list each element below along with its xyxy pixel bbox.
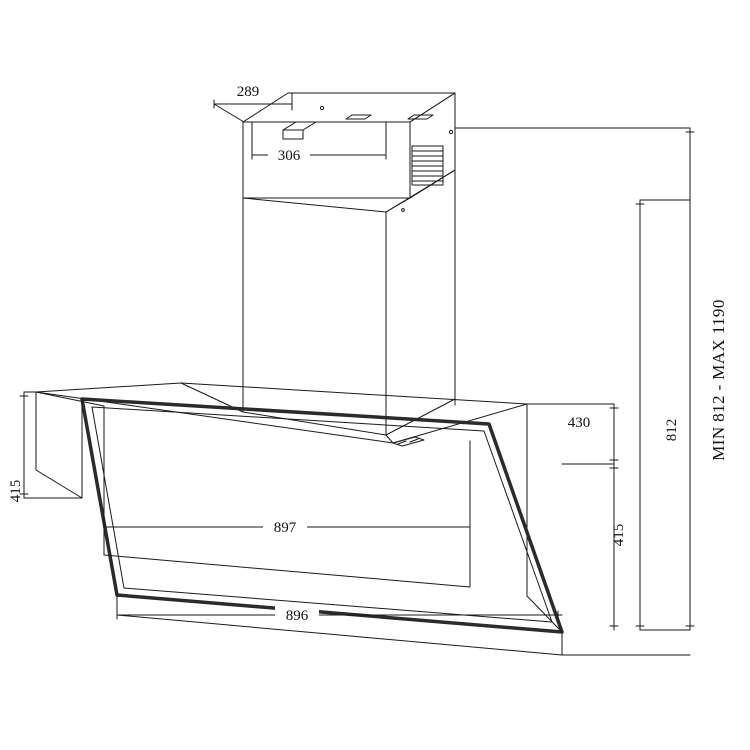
dimension-body-height	[561, 199, 691, 656]
dimension-label-canopy-depth: 430	[568, 415, 591, 431]
label-bg-289	[227, 82, 269, 100]
glass-panel-inner-outline	[91, 405, 553, 623]
dimension-label-glass-width: 897	[274, 520, 297, 536]
dimension-height-range	[685, 127, 695, 631]
lower-chimney	[242, 169, 456, 436]
glass-panel	[80, 397, 564, 634]
dimension-canopy-height-right	[609, 463, 619, 631]
canopy-top	[35, 382, 528, 597]
dimension-label-height-range: MIN 812 - MAX 1190	[709, 299, 728, 460]
dimension-label-canopy-height-right: 415	[611, 524, 627, 547]
dimension-body-width	[116, 610, 563, 620]
dimension-canopy-height-left	[19, 391, 83, 499]
dimension-label-body-width: 896	[286, 608, 309, 624]
label-bg-896	[275, 606, 319, 624]
dimension-chimney-depth-top	[213, 92, 293, 123]
wall-outline	[454, 127, 691, 631]
dimension-labels: 289 306 MIN 812 - MAX 1190 812 430 415 4…	[8, 82, 728, 624]
dimension-label-body-height: 812	[664, 419, 680, 442]
upper-chimney	[242, 92, 456, 212]
label-bg-306	[268, 146, 310, 164]
dimension-label-chimney-width-top: 306	[278, 148, 301, 164]
label-bg-897	[263, 518, 307, 536]
label-bg-430	[558, 413, 600, 431]
dimension-label-chimney-depth-top: 289	[237, 84, 260, 100]
dimension-canopy-depth	[526, 403, 619, 465]
dimension-label-canopy-height-left: 415	[8, 480, 24, 503]
hood-base-edges	[35, 398, 563, 656]
